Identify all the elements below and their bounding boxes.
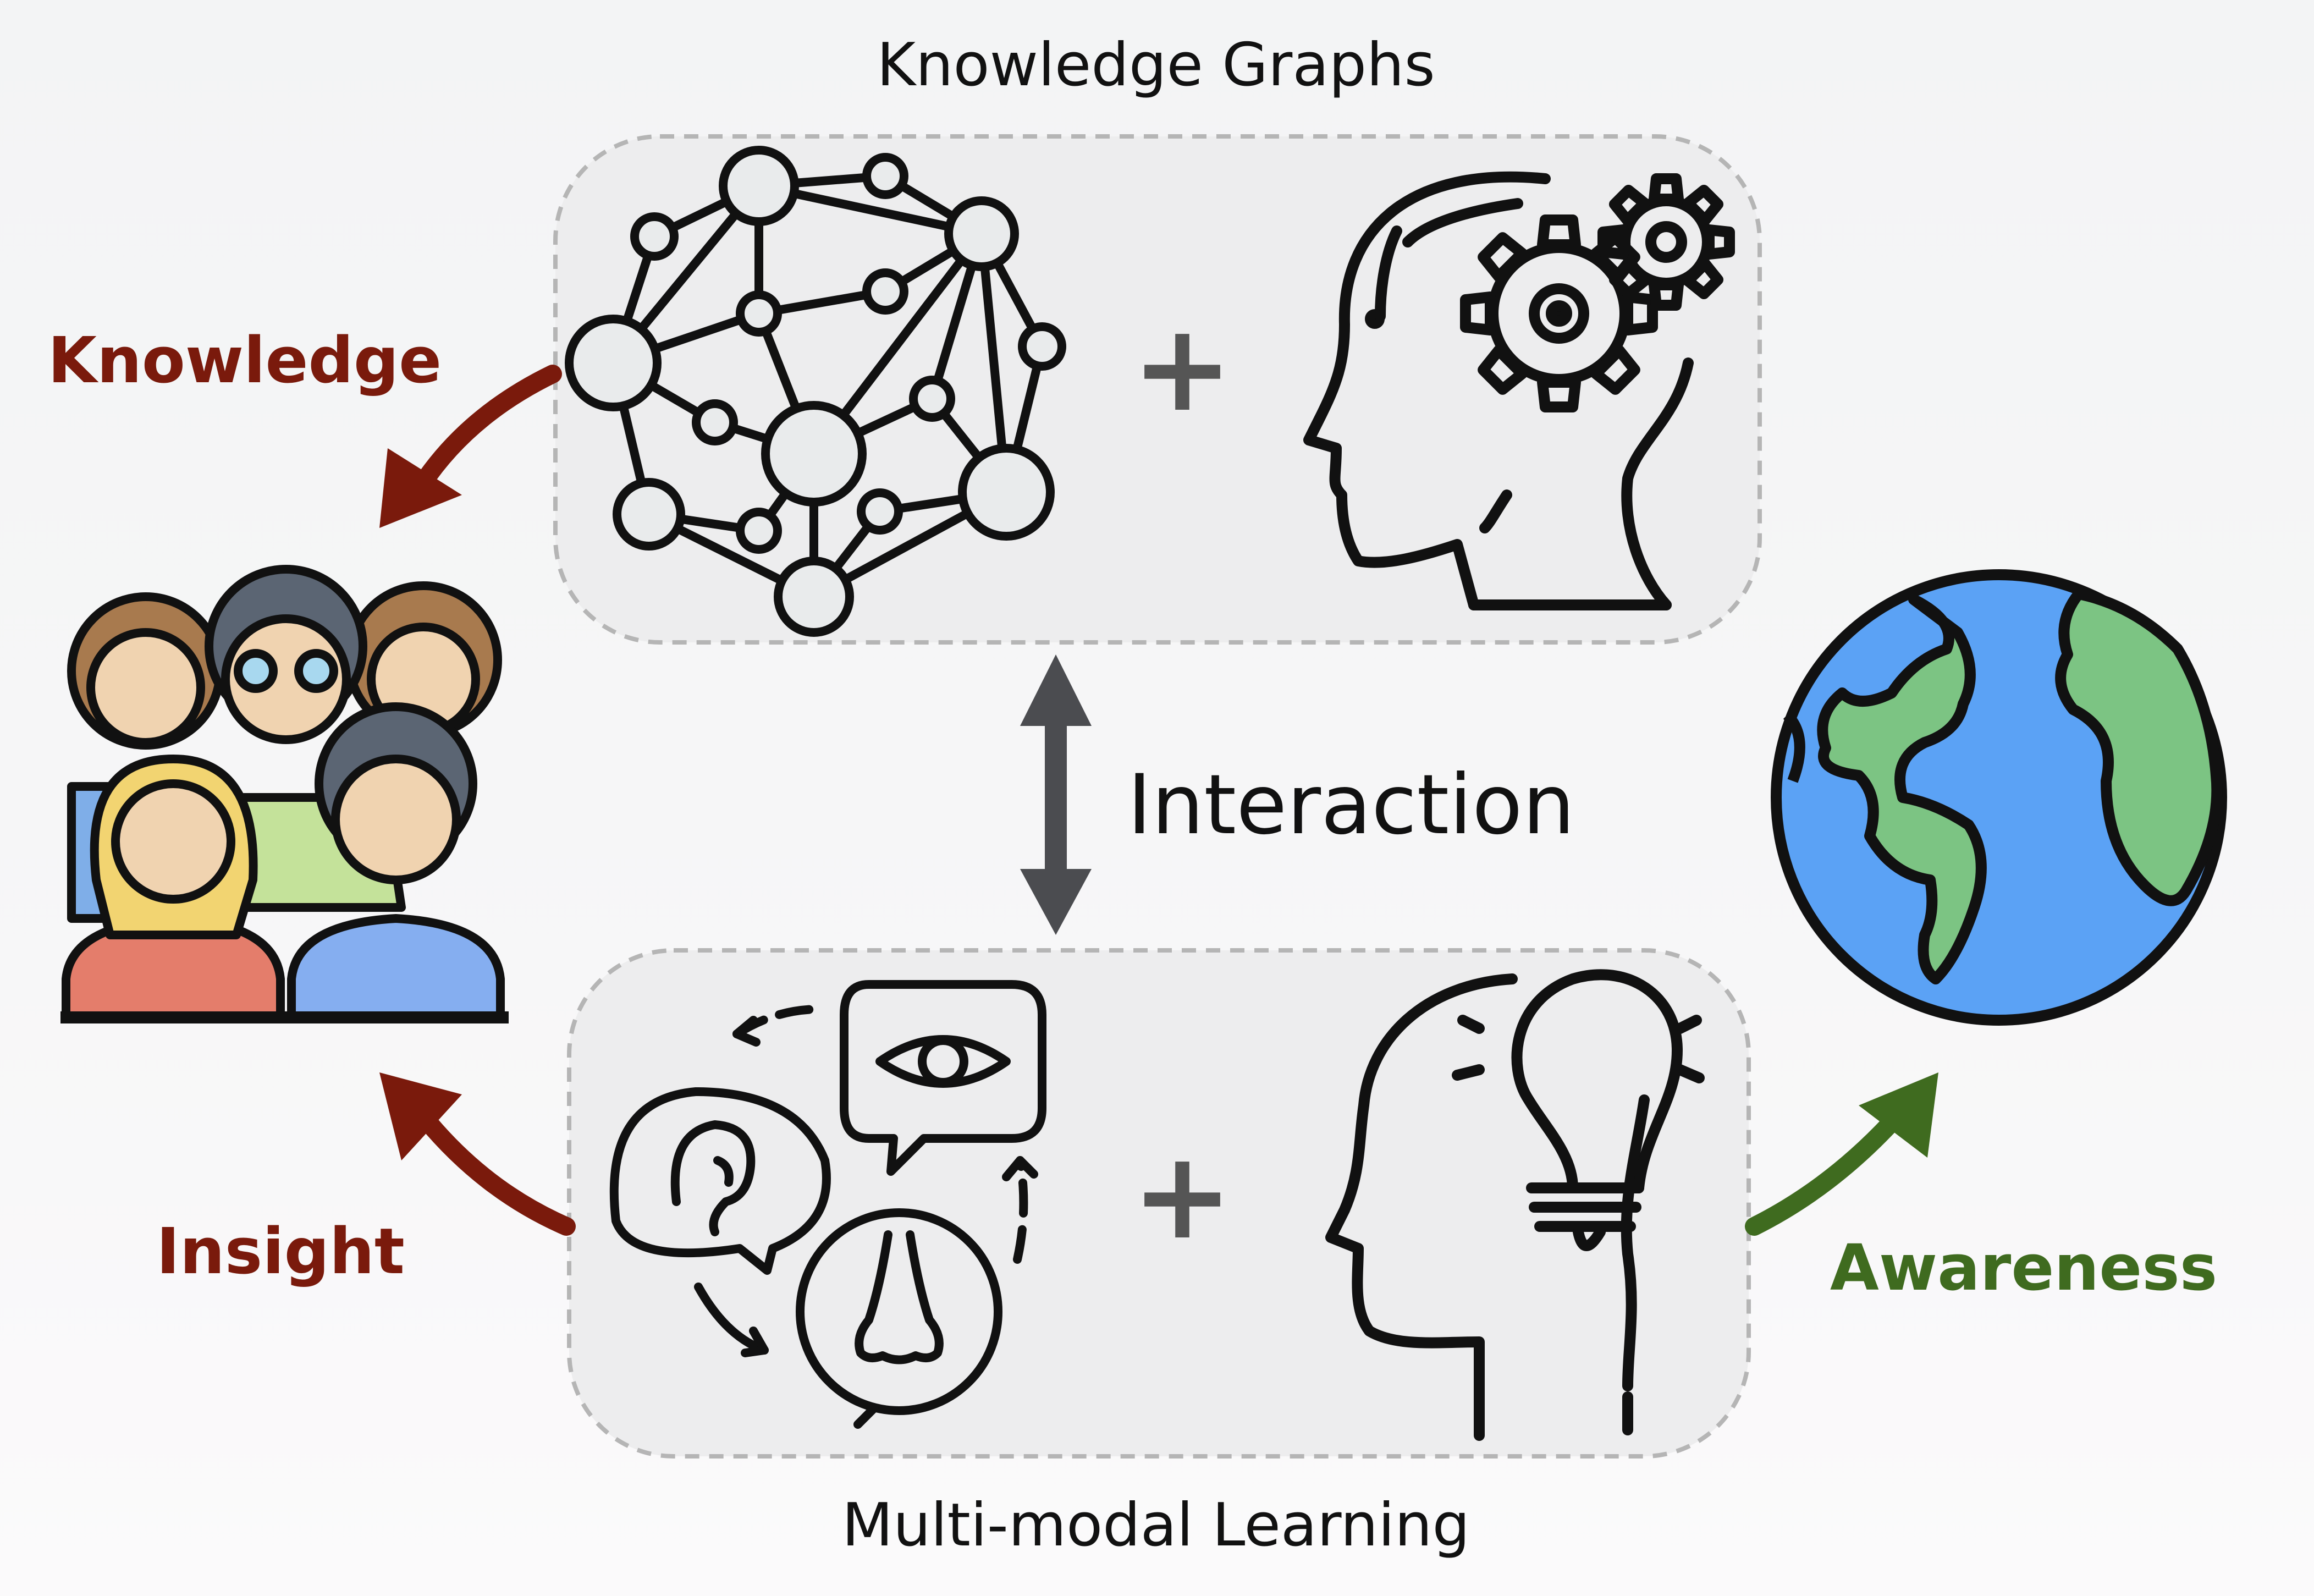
multimodal-learning-title: Multi-modal Learning bbox=[842, 1491, 1470, 1560]
people-group-icon bbox=[60, 565, 509, 1023]
insight-label: Insight bbox=[156, 1215, 405, 1289]
earth-globe-icon bbox=[1771, 569, 2227, 1026]
interaction-label: Interaction bbox=[1127, 757, 1575, 853]
insight-arrow bbox=[379, 1072, 576, 1236]
knowledge-arrow bbox=[379, 365, 562, 528]
plus-sign-top: + bbox=[1132, 298, 1233, 438]
knowledge-label: Knowledge bbox=[48, 324, 442, 398]
senses-ear-eye-nose-icon bbox=[609, 980, 1046, 1429]
knowledge-graphs-group bbox=[553, 134, 1762, 645]
knowledge-graphs-title: Knowledge Graphs bbox=[877, 31, 1435, 100]
awareness-arrow bbox=[1745, 1072, 1938, 1236]
head-with-lightbulb-icon bbox=[1325, 969, 1705, 1441]
awareness-label: Awareness bbox=[1830, 1231, 2217, 1305]
head-with-gears-icon bbox=[1303, 171, 1735, 610]
interaction-double-arrow bbox=[1020, 654, 1092, 935]
plus-sign-bottom: + bbox=[1132, 1125, 1233, 1266]
knowledge-graph-network-icon bbox=[565, 146, 1066, 637]
